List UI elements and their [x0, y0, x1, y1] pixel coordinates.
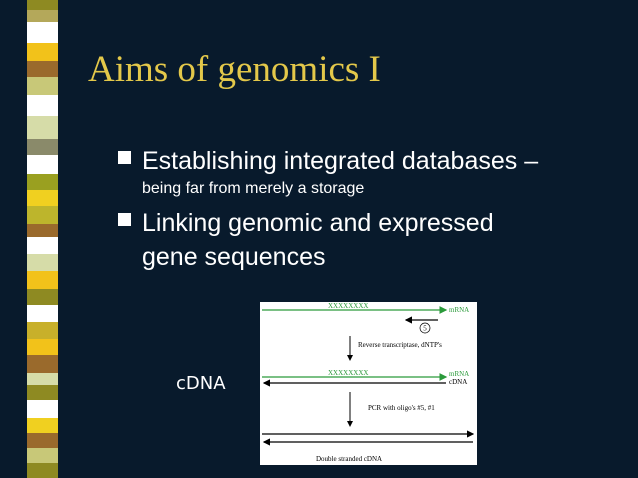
step-1-label: Reverse transcriptase, dNTP's	[358, 341, 442, 349]
diagram-svg: XXXXXXXX mRNA 5 Reverse transcriptase, d…	[262, 302, 475, 463]
stripe-block	[27, 0, 58, 11]
stripe-block	[27, 223, 58, 237]
stripe-block	[27, 321, 58, 340]
stripe-block	[27, 155, 58, 174]
stripe-block	[27, 432, 58, 449]
slide-title: Aims of genomics I	[88, 49, 381, 90]
stripe-block	[27, 190, 58, 207]
stripe-block	[27, 385, 58, 401]
stripe-block	[27, 61, 58, 77]
stripe-block	[27, 22, 58, 43]
stripe-block	[27, 400, 58, 418]
stripe-block	[27, 76, 58, 96]
primer-number-circle	[419, 322, 431, 334]
stripe-block	[27, 10, 58, 23]
xxxx-label-top: XXXXXXXX	[328, 302, 368, 310]
bullet-2-text: Linking genomic and expressed	[142, 209, 494, 237]
step-2-label: PCR with oligo's #5, #1	[368, 404, 435, 412]
cdna-label-mid: cDNA	[449, 378, 467, 386]
stripe-block	[27, 463, 58, 478]
mrna-label-mid: mRNA	[449, 370, 469, 378]
stripe-block	[27, 42, 58, 62]
stripe-block	[27, 173, 58, 191]
stripe-block	[27, 270, 58, 290]
bullet-2-continuation: gene sequences	[142, 243, 326, 271]
stripe-block	[27, 254, 58, 271]
stripe-block	[27, 206, 58, 224]
stripe-block	[27, 236, 58, 255]
bullet-1-subtext: being far from merely a storage	[142, 180, 365, 197]
stripe-block	[27, 448, 58, 464]
stripe-block	[27, 417, 58, 433]
stripe-block	[27, 115, 58, 139]
mrna-label-top: mRNA	[449, 306, 469, 314]
stripe-block	[27, 372, 58, 386]
cdna-synthesis-diagram: XXXXXXXX mRNA 5 Reverse transcriptase, d…	[260, 302, 477, 465]
square-bullet-icon	[118, 213, 131, 226]
stripe-block	[27, 95, 58, 116]
stripe-block	[27, 138, 58, 156]
bullet-1-text: Establishing integrated databases –	[142, 147, 539, 175]
stripe-block	[27, 339, 58, 355]
stripe-block	[27, 354, 58, 373]
square-bullet-icon	[118, 151, 131, 164]
primer-number: 5	[423, 325, 427, 333]
ds-cdna-label: Double stranded cDNA	[316, 455, 382, 463]
decorative-stripe	[27, 0, 58, 478]
xxxx-label-mid: XXXXXXXX	[328, 369, 368, 377]
stripe-block	[27, 305, 58, 322]
cdna-label: cDNA	[176, 373, 226, 394]
stripe-block	[27, 289, 58, 306]
